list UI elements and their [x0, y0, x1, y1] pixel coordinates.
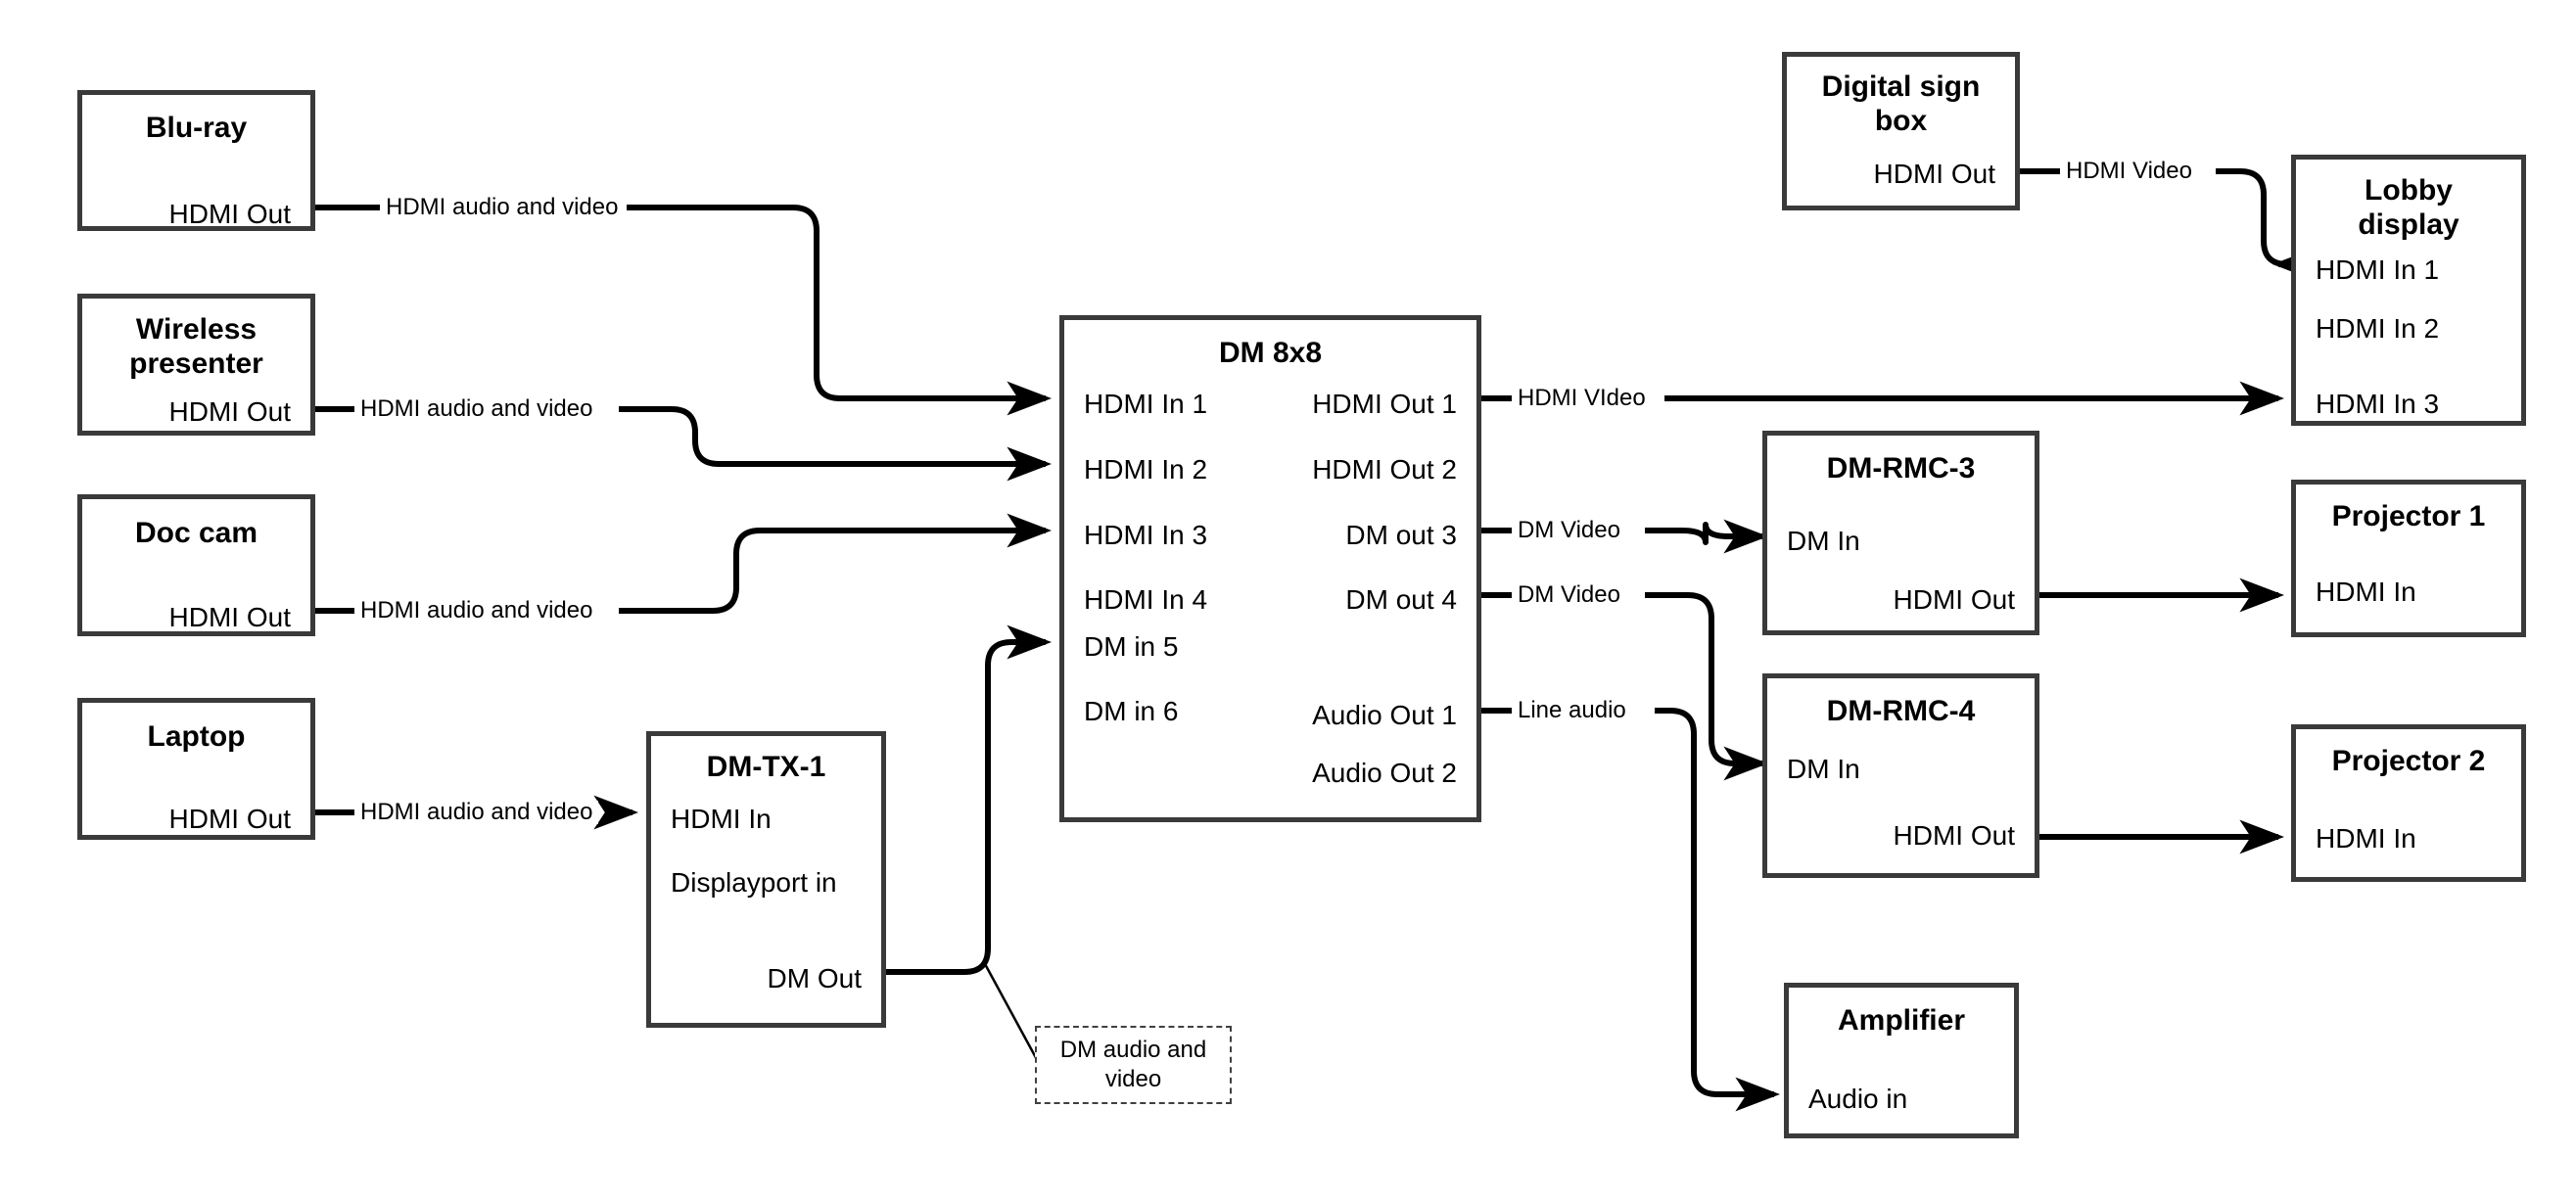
port-hdmi-out-2: HDMI Out 2 — [1312, 454, 1457, 485]
port-audio-out-1: Audio Out 1 — [1312, 700, 1457, 730]
port-dm-in-6: DM in 6 — [1084, 696, 1179, 726]
port-hdmi-out-1: HDMI Out 1 — [1312, 389, 1457, 419]
port-hdmi-out: HDMI Out — [168, 804, 291, 834]
node-bluray[interactable]: Blu-ray HDMI Out — [77, 90, 315, 231]
node-laptop[interactable]: Laptop HDMI Out — [77, 698, 315, 840]
port-dm-in: DM In — [1787, 754, 1860, 784]
port-dm-in-5: DM in 5 — [1084, 631, 1179, 662]
node-title: DM 8x8 — [1218, 337, 1323, 369]
edge-label-audioout1-line-audio: Line audio — [1512, 699, 1632, 722]
port-hdmi-in-3: HDMI In 3 — [2316, 389, 2440, 419]
port-hdmi-in: HDMI In — [671, 804, 772, 834]
edge-label-hdmiout1-hdmi-video: HDMI VIdeo — [1512, 387, 1652, 410]
port-hdmi-out: HDMI Out — [168, 396, 291, 427]
port-dm-out: DM Out — [767, 963, 862, 993]
port-hdmi-out: HDMI Out — [1873, 159, 1995, 189]
node-digital-sign-box[interactable]: Digital sign box HDMI Out — [1782, 52, 2020, 210]
node-title: Blu-ray — [145, 112, 248, 144]
wire-dmtx1-to-dm-in5 — [886, 624, 1053, 975]
node-title: Amplifier — [1837, 1004, 1966, 1037]
port-hdmi-out: HDMI Out — [168, 602, 291, 632]
node-title: DM-RMC-4 — [1826, 695, 1976, 727]
node-dm-tx-1[interactable]: DM-TX-1 HDMI In Displayport in DM Out — [646, 731, 886, 1028]
node-wireless-presenter[interactable]: Wireless presenter HDMI Out — [77, 294, 315, 436]
port-hdmi-out: HDMI Out — [1893, 584, 2015, 615]
edge-label-wireless-hdmi: HDMI audio and video — [354, 397, 599, 421]
port-audio-out-2: Audio Out 2 — [1312, 758, 1457, 788]
port-displayport-in: Displayport in — [671, 867, 837, 898]
port-dm-in: DM In — [1787, 526, 1860, 556]
node-dm-rmc-3[interactable]: DM-RMC-3 DM In HDMI Out — [1762, 431, 2039, 635]
edge-label-dmout3-dm-video: DM Video — [1512, 519, 1626, 542]
port-hdmi-out: HDMI Out — [168, 199, 291, 229]
node-title: Wireless presenter — [129, 313, 263, 381]
node-projector-2[interactable]: Projector 2 HDMI In — [2291, 724, 2526, 882]
node-title: Doc cam — [134, 517, 258, 549]
port-hdmi-in-3: HDMI In 3 — [1084, 520, 1208, 550]
node-title: Projector 1 — [2331, 500, 2486, 532]
wire-doccam-to-hdmi-in3 — [315, 531, 1046, 614]
node-dm-rmc-4[interactable]: DM-RMC-4 DM In HDMI Out — [1762, 673, 2039, 878]
node-projector-1[interactable]: Projector 1 HDMI In — [2291, 480, 2526, 637]
node-title: Lobby display — [2358, 174, 2459, 242]
port-hdmi-in: HDMI In — [2316, 823, 2416, 854]
port-hdmi-in-1: HDMI In 1 — [1084, 389, 1208, 419]
node-lobby-display[interactable]: Lobby display HDMI In 1 HDMI In 2 HDMI I… — [2291, 155, 2526, 426]
port-dm-out-3: DM out 3 — [1345, 520, 1457, 550]
edge-label-dmout4-dm-video: DM Video — [1512, 583, 1626, 607]
port-audio-in: Audio in — [1808, 1084, 1908, 1114]
edge-label-bluray-hdmi: HDMI audio and video — [380, 196, 625, 219]
node-dm-8x8[interactable]: DM 8x8 HDMI In 1 HDMI In 2 HDMI In 3 HDM… — [1059, 315, 1481, 822]
wire-audioout1-to-amplifier — [1481, 708, 1774, 1094]
port-hdmi-in-4: HDMI In 4 — [1084, 584, 1208, 615]
node-title: Projector 2 — [2331, 745, 2486, 777]
node-amplifier[interactable]: Amplifier Audio in — [1784, 983, 2019, 1138]
leader-line-dm-audio-video — [982, 961, 1042, 1066]
port-hdmi-in-1: HDMI In 1 — [2316, 254, 2440, 285]
wire-dmout4-to-rmc4 — [1481, 592, 1762, 763]
port-hdmi-in-2: HDMI In 2 — [2316, 313, 2440, 344]
port-hdmi-in-2: HDMI In 2 — [1084, 454, 1208, 485]
node-title: DM-TX-1 — [706, 751, 826, 783]
wire-bluray-to-hdmi-in1 — [315, 205, 1046, 398]
edge-label-signbox-hdmi-video: HDMI Video — [2060, 160, 2198, 183]
port-hdmi-in: HDMI In — [2316, 577, 2416, 607]
node-title: Digital sign box — [1821, 70, 1981, 138]
edge-label-doccam-hdmi: HDMI audio and video — [354, 599, 599, 623]
wire-dmout3-to-rmc3 — [1481, 525, 1762, 542]
node-title: DM-RMC-3 — [1826, 452, 1976, 485]
port-hdmi-out: HDMI Out — [1893, 820, 2015, 851]
node-title: Laptop — [147, 720, 246, 753]
node-doc-cam[interactable]: Doc cam HDMI Out — [77, 494, 315, 636]
wire-wireless-to-hdmi-in2 — [315, 406, 1046, 464]
wire-signbox-to-lobby-in1 — [2020, 168, 2287, 264]
port-dm-out-4: DM out 4 — [1345, 584, 1457, 615]
edge-label-laptop-hdmi: HDMI audio and video — [354, 801, 599, 824]
callout-dm-audio-and-video: DM audio and video — [1035, 1026, 1232, 1104]
